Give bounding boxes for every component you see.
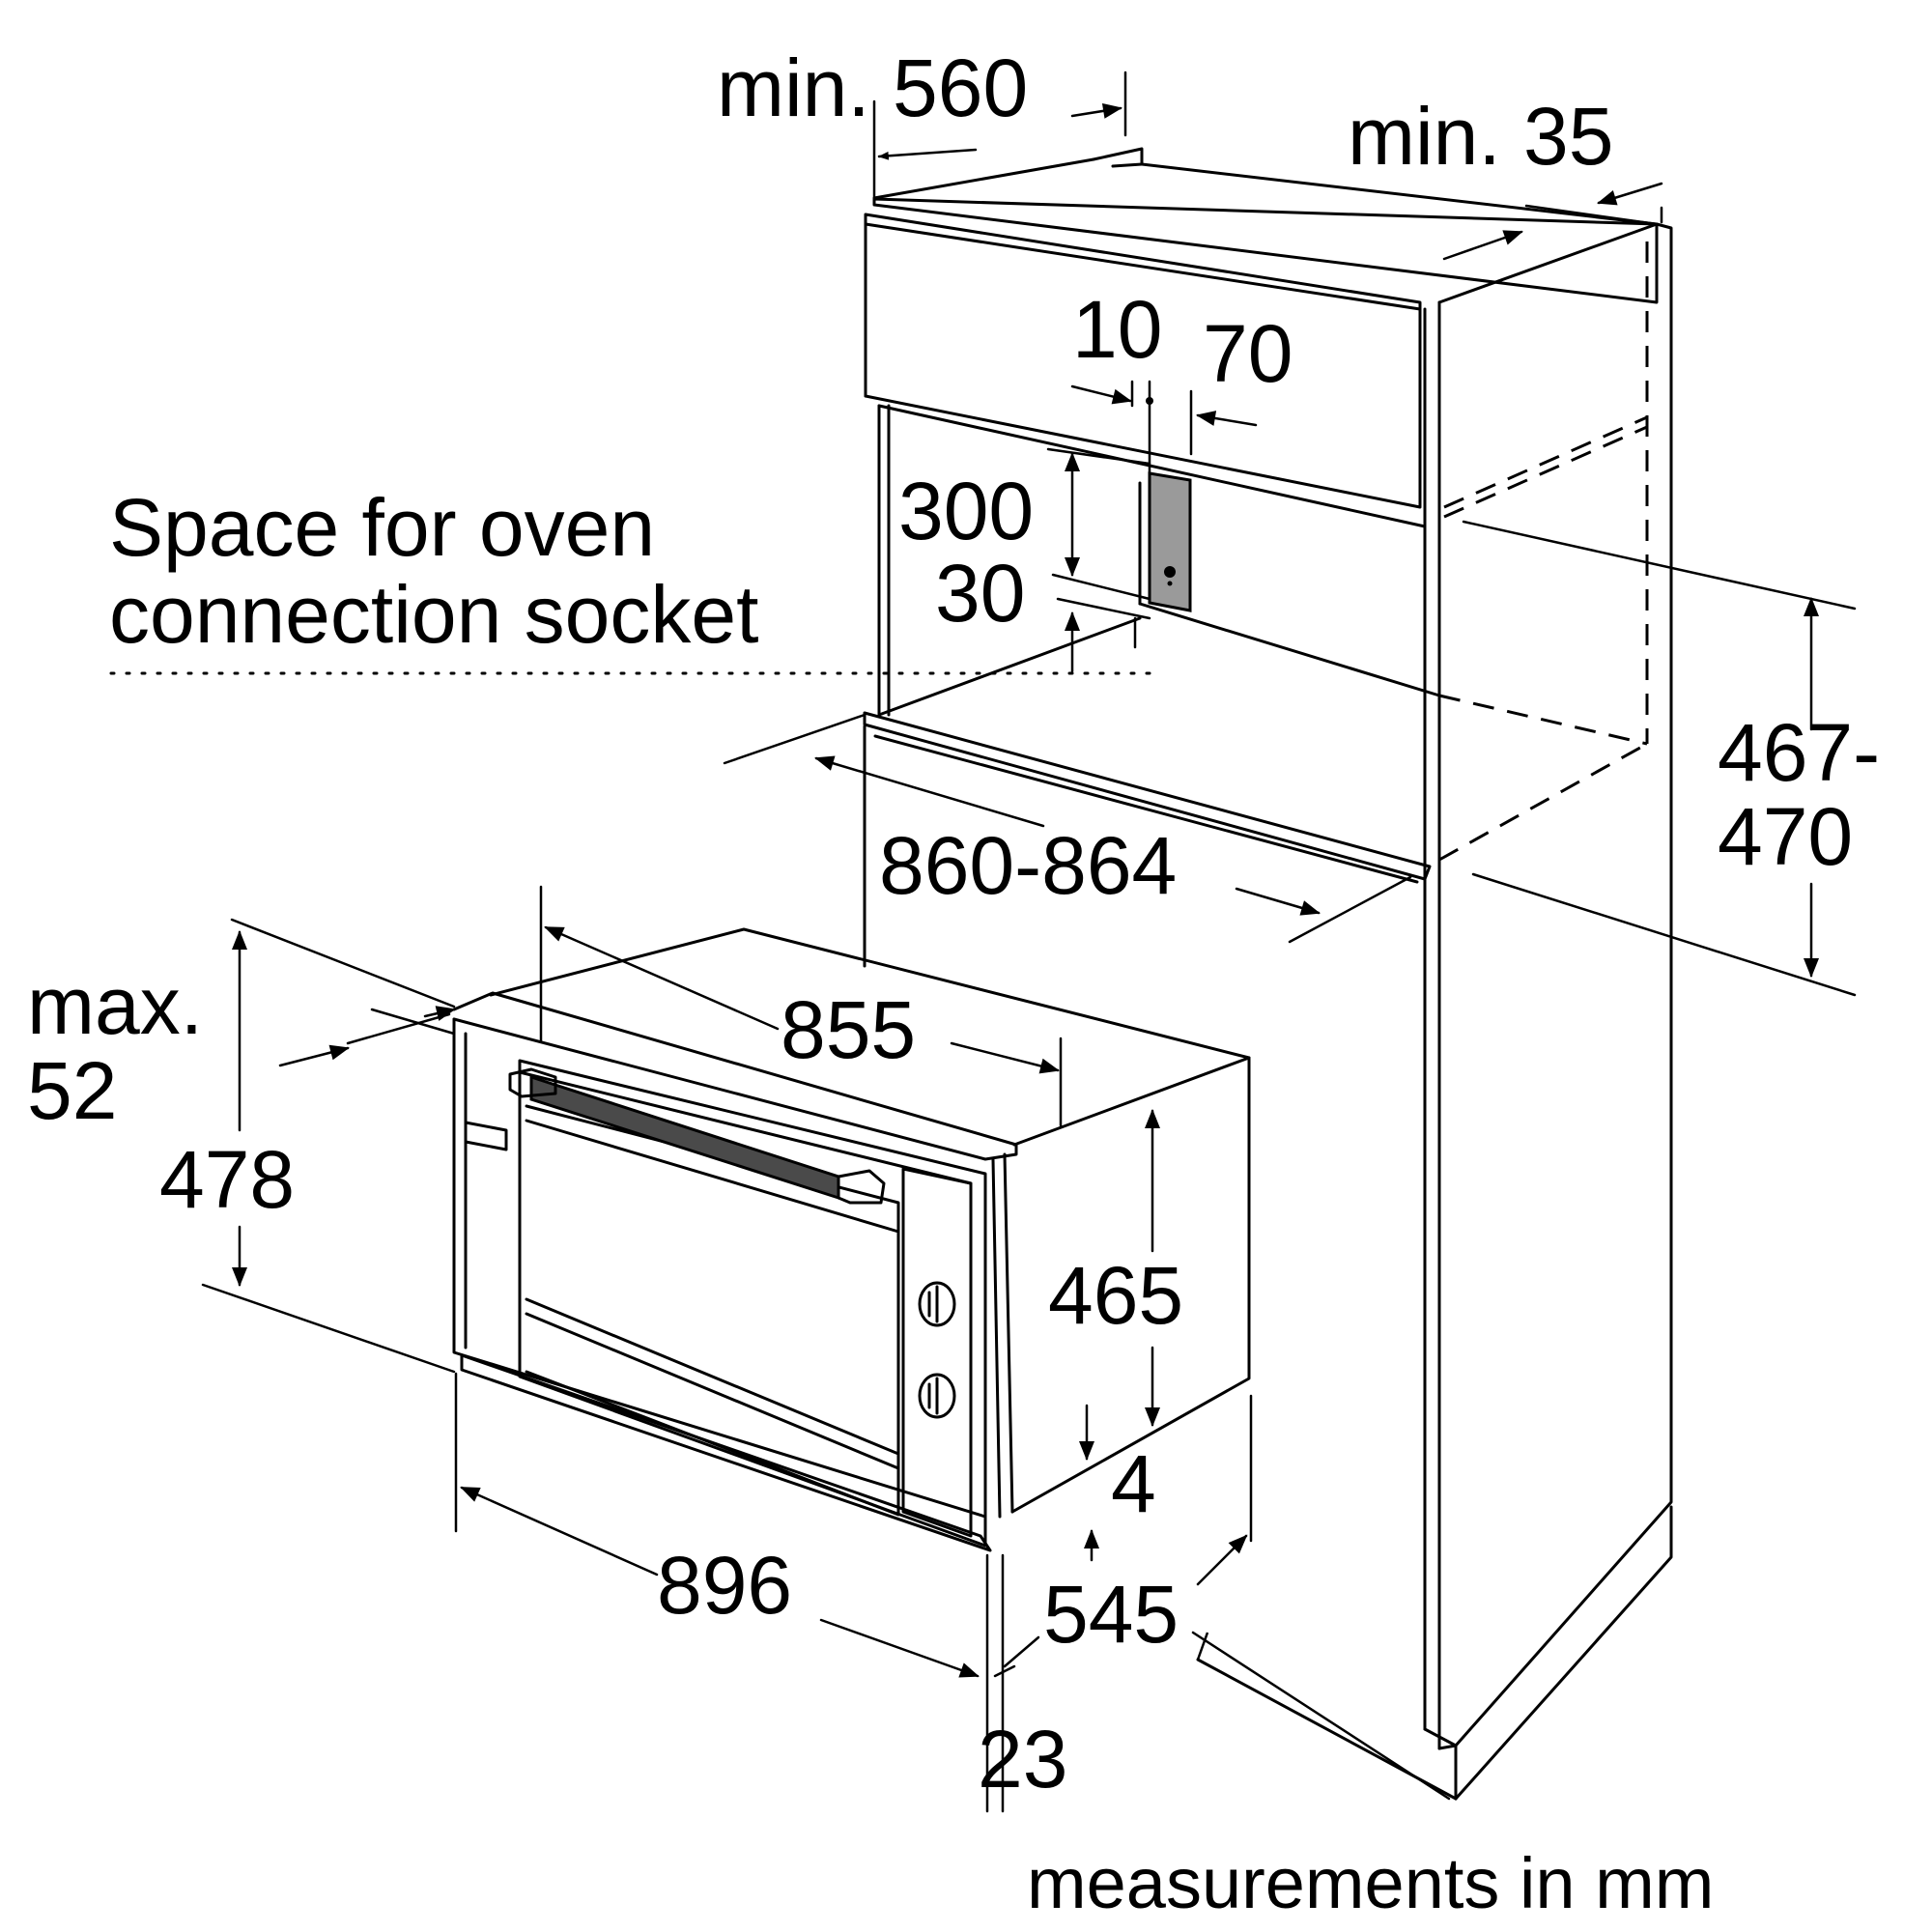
label-socket-line2: connection socket <box>109 569 758 660</box>
label-4: 4 <box>1111 1438 1156 1529</box>
label-min-35: min. 35 <box>1348 91 1613 182</box>
label-min-560: min. 560 <box>717 43 1028 133</box>
cabinet-back-edge <box>1655 222 1673 1499</box>
oven-window <box>525 1119 900 1234</box>
socket-panel <box>1148 471 1192 612</box>
label-300: 300 <box>898 466 1034 556</box>
cabinet <box>863 147 1673 1801</box>
oven-bottom <box>460 1353 992 1552</box>
label-465: 465 <box>1048 1250 1183 1341</box>
label-860-864: 860-864 <box>879 820 1177 911</box>
label-467-470-line1: 467- <box>1718 707 1880 798</box>
oven <box>452 927 1251 1552</box>
label-896: 896 <box>657 1540 792 1631</box>
label-23: 23 <box>978 1714 1067 1804</box>
door-handle <box>508 1067 886 1205</box>
dimension-labels: min. 560 min. 35 10 70 300 30 Space for … <box>27 43 1880 1923</box>
label-30: 30 <box>935 548 1025 639</box>
label-478: 478 <box>159 1134 295 1225</box>
cabinet-plinth <box>1423 1495 1673 1747</box>
socket-plug-icon <box>1164 566 1176 578</box>
label-855: 855 <box>781 984 916 1075</box>
oven-door <box>518 1059 987 1548</box>
oven-display <box>464 1121 508 1151</box>
control-panel <box>901 1167 973 1538</box>
label-max-52-line1: max. <box>27 960 203 1051</box>
oven-top <box>489 927 1251 1147</box>
control-knob-icon <box>918 1373 956 1419</box>
label-max-52-line2: 52 <box>27 1045 117 1136</box>
label-10: 10 <box>1072 284 1162 375</box>
cabinet-top-notch <box>1092 147 1144 168</box>
units-note: measurements in mm <box>1027 1843 1714 1923</box>
label-467-470-line2: 470 <box>1718 791 1853 882</box>
label-70: 70 <box>1203 308 1293 399</box>
cabinet-middle-shelf <box>863 711 1432 881</box>
control-knob-icon <box>918 1281 956 1327</box>
oven-side <box>1010 1056 1251 1514</box>
socket-space <box>109 471 1192 675</box>
label-socket-line1: Space for oven <box>109 482 655 573</box>
oven-front-frame <box>452 1017 987 1519</box>
dimension-lines <box>201 71 1857 1813</box>
label-545: 545 <box>1043 1569 1179 1660</box>
